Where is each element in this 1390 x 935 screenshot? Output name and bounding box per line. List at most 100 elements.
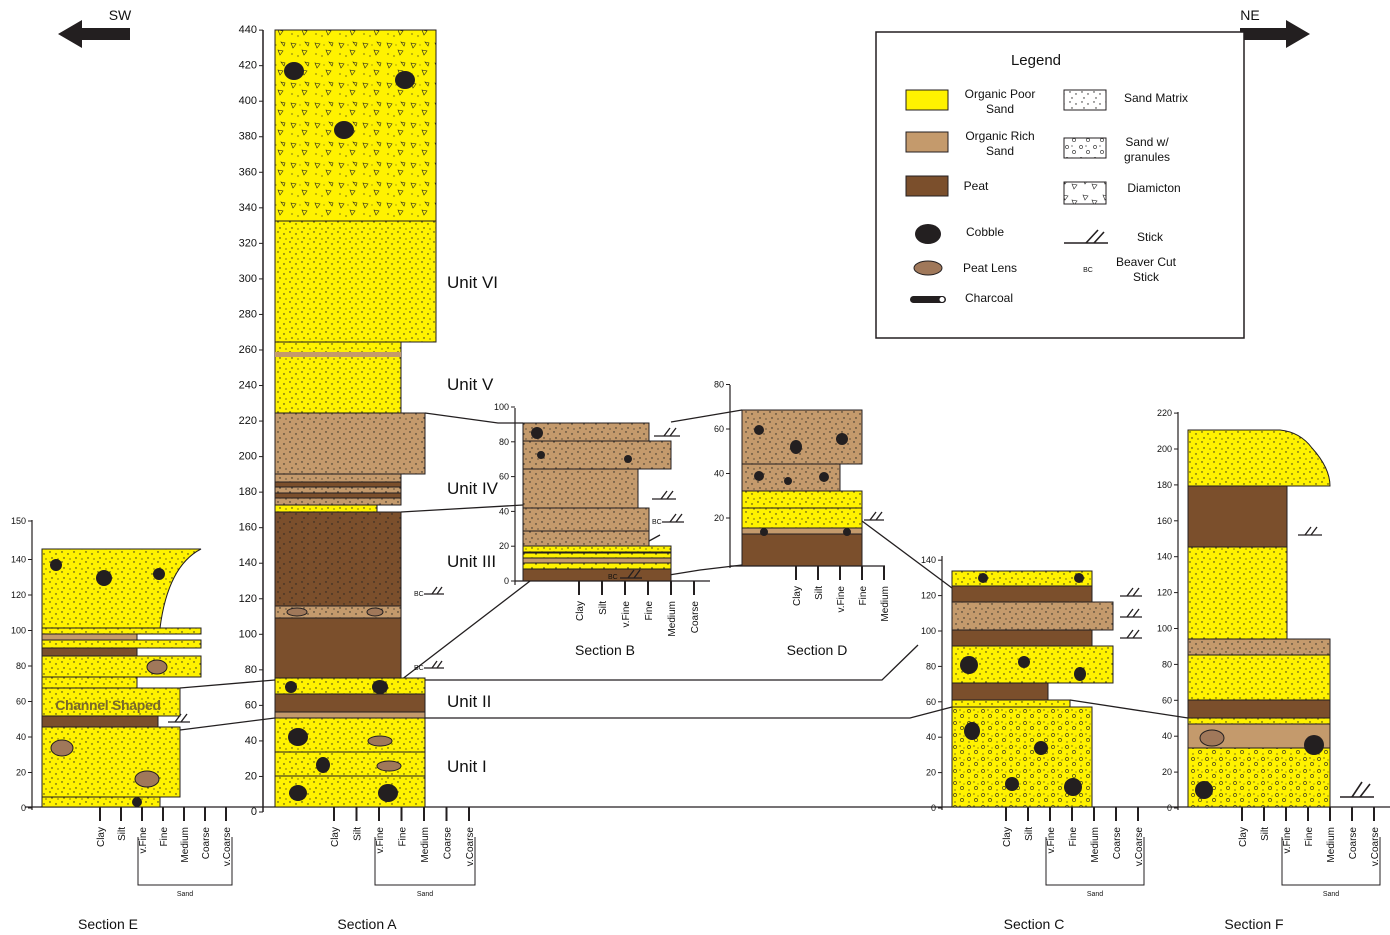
f-layer-sand-thin (1188, 718, 1330, 724)
grain-size-label: Clay (96, 827, 107, 847)
cobble-icon (153, 568, 165, 580)
channel-shaped-label: Channel Shaped (55, 697, 160, 713)
legend-swatch-peat (906, 176, 948, 196)
depth-tick-label: 20 (245, 770, 257, 782)
depth-tick-label: 400 (239, 95, 257, 107)
a-layer-peat-unit3 (275, 618, 401, 678)
cobble-icon (288, 728, 308, 746)
cobble-icon (819, 472, 829, 482)
grain-size-label: Fine (159, 827, 170, 847)
depth-tick-label: 100 (1157, 624, 1172, 634)
d-layer-peat-base (742, 534, 862, 566)
cobble-icon (284, 62, 304, 80)
depth-tick-label: 100 (11, 626, 26, 636)
arrow-right-icon (1240, 20, 1310, 48)
stick-icon (864, 512, 884, 520)
grain-size-label: v.Coarse (1134, 827, 1145, 867)
cobble-icon (531, 427, 543, 439)
depth-tick-label: 180 (1157, 480, 1172, 490)
legend-label-cobble: Cobble (966, 225, 1004, 239)
depth-tick-label: 60 (1162, 695, 1172, 705)
stick-icon (652, 491, 676, 499)
depth-tick-label: 40 (1162, 731, 1172, 741)
beaver-cut-marker: BC (414, 661, 444, 672)
depth-tick-label: 40 (16, 732, 26, 742)
e-layer-sand-4 (42, 640, 201, 648)
c-layer-sand-1 (952, 700, 1070, 707)
section-e: Channel Shaped 020406080100120140150 Cla… (11, 516, 233, 932)
cobble-icon (960, 656, 978, 674)
depth-tick-label: 180 (239, 486, 257, 498)
b-layer-sand-3 (523, 546, 671, 552)
cobble-icon (334, 121, 354, 139)
grain-size-label: v.Fine (1046, 827, 1057, 854)
depth-tick-label: 20 (1162, 767, 1172, 777)
grain-size-label: Clay (1238, 827, 1249, 847)
section-d-title: Section D (787, 642, 848, 658)
grain-size-label: Silt (353, 827, 364, 841)
grain-size-label: Medium (1326, 827, 1337, 863)
grain-size-label: Fine (1304, 827, 1315, 847)
depth-tick-label: 40 (926, 732, 936, 742)
depth-tick-label: 360 (239, 166, 257, 178)
grain-size-label: Clay (1002, 827, 1013, 847)
unit-ii-label: Unit II (447, 692, 491, 711)
charcoal-icon (910, 296, 946, 303)
direction-sw: SW (58, 7, 132, 48)
f-layer-sand-top (1188, 430, 1330, 486)
depth-tick-label: 0 (21, 803, 26, 813)
cobble-icon (784, 477, 792, 485)
direction-sw-label: SW (109, 7, 132, 23)
f-layer-sand-1 (1188, 655, 1330, 700)
a-layer-rich-unit5 (275, 413, 425, 474)
b-layer-sand-2 (523, 553, 671, 558)
depth-tick-label: 20 (499, 541, 509, 551)
b-layer-rich-1 (523, 558, 671, 563)
cobble-icon (760, 528, 768, 536)
a-layer-diamicton (275, 30, 436, 221)
grain-size-label: Coarse (201, 827, 212, 860)
legend-label-sand-granules: Sand w/granules (1124, 135, 1170, 164)
grain-size-label: Coarse (443, 827, 454, 860)
a-layer-rich-thin (275, 712, 425, 718)
depth-tick-label: 0 (931, 803, 936, 813)
c-layer-peat-2 (952, 630, 1092, 646)
d-layer-sand-2 (742, 491, 862, 508)
grain-size-label: Fine (398, 827, 409, 847)
cobble-icon (1005, 777, 1019, 791)
cobble-icon (915, 224, 941, 244)
c-layer-sand-top (952, 571, 1092, 586)
grain-size-label: Medium (1090, 827, 1101, 863)
cobble-icon (132, 797, 142, 807)
section-f: 020406080100120140160180200220 ClaySiltv… (1157, 408, 1381, 932)
legend-swatch-diamicton (1064, 182, 1106, 204)
cobble-icon (289, 785, 307, 801)
depth-tick-label: 0 (251, 806, 257, 818)
stick-icon (654, 428, 680, 436)
a-layer-sand-thin (275, 505, 377, 512)
sand-bracket-label: Sand (177, 891, 193, 898)
depth-tick-label: 60 (714, 424, 724, 434)
beaver-cut-marker: BC (652, 514, 684, 526)
d-layer-sand-1 (742, 508, 862, 528)
b-layer-peat-base (523, 569, 671, 581)
grain-size-label: Clay (330, 827, 341, 847)
a-layer-sand-unit6 (275, 221, 436, 342)
cobble-icon (285, 681, 297, 693)
depth-tick-label: 220 (239, 415, 257, 427)
cobble-icon (96, 570, 112, 586)
depth-tick-label: 40 (714, 469, 724, 479)
legend-swatch-organic-rich-sand (906, 132, 948, 152)
legend-swatch-sand-granules (1064, 138, 1106, 158)
f-layer-peat (1188, 700, 1330, 718)
e-layer-peat-2 (42, 648, 137, 656)
cobble-icon (50, 559, 62, 571)
cobble-icon (378, 784, 398, 802)
depth-tick-label: 160 (239, 522, 257, 534)
e-layer-sand-top (42, 549, 201, 628)
legend-label-diamicton: Diamicton (1127, 181, 1180, 195)
stick-icon (1120, 609, 1142, 617)
depth-tick-label: 20 (926, 768, 936, 778)
a-layer-sand-unit2 (275, 678, 425, 694)
